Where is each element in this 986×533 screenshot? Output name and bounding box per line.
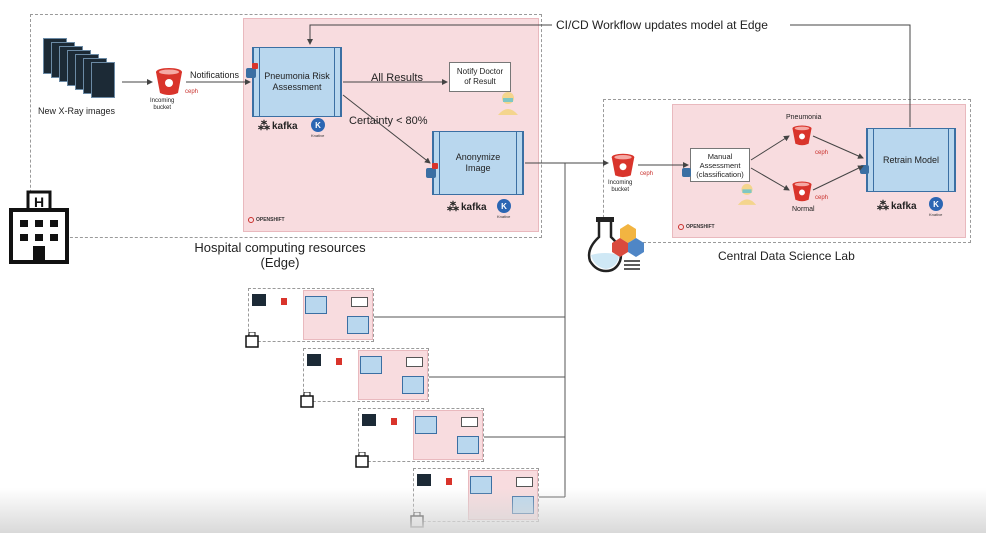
- bottom-gradient: [0, 488, 986, 533]
- knative-event-icon: [682, 168, 691, 177]
- bucket-icon: [792, 125, 812, 146]
- hospital-mini-icon: [245, 332, 259, 348]
- arrow-certainty: [342, 94, 431, 164]
- bucket-icon: [611, 153, 635, 178]
- kafka-icon: ⁂kafka: [258, 119, 298, 133]
- notify-doctor-box[interactable]: Notify Doctor of Result: [449, 62, 511, 92]
- ceph-icon: ceph: [185, 89, 199, 95]
- xray-mini-icon: [307, 354, 321, 366]
- bucket-icon: [792, 181, 812, 202]
- xray-mini-icon: [252, 294, 266, 306]
- bucket-mini-icon: [446, 478, 452, 485]
- ceph-icon: ceph: [640, 171, 654, 177]
- doctor-icon: [737, 183, 757, 205]
- doctor-icon: [498, 92, 518, 115]
- xray-label: New X-Ray images: [38, 106, 116, 116]
- ceph-icon: ceph: [815, 195, 829, 201]
- retrain-model-box[interactable]: Retrain Model: [866, 128, 956, 192]
- knative-label: Knative: [311, 133, 325, 138]
- kafka-icon: ⁂kafka: [447, 200, 487, 214]
- edge-dashed-boundary: [30, 14, 542, 238]
- alert-badge-icon: [432, 163, 438, 169]
- arrow-cicd-loop: [790, 24, 911, 127]
- knative-icon: K: [929, 197, 943, 211]
- knative-event-icon: [426, 168, 436, 178]
- bucket-mini-icon: [391, 418, 397, 425]
- edge-title: Hospital computing resources (Edge): [194, 240, 366, 270]
- lab-flask-icon: [587, 217, 644, 273]
- knative-label: Knative: [497, 214, 511, 219]
- hospital-mini-icon: [355, 452, 369, 468]
- xray-mini-icon: [362, 414, 376, 426]
- lab-title: Central Data Science Lab: [718, 249, 855, 263]
- pneumonia-label: Pneumonia: [786, 114, 822, 121]
- kafka-icon: ⁂kafka: [877, 199, 917, 213]
- pneumonia-risk-assessment-box[interactable]: Pneumonia Risk Assessment: [252, 47, 342, 117]
- knative-icon: K: [311, 118, 325, 132]
- bucket-mini-icon: [336, 358, 342, 365]
- alert-badge-icon: [252, 63, 258, 69]
- notifications-label: Notifications: [190, 70, 240, 80]
- knative-event-icon: [860, 165, 869, 174]
- knative-event-icon: [246, 68, 256, 78]
- lab-incoming-bucket-label: Incoming bucket: [608, 180, 633, 193]
- certainty-label: Certainty < 80%: [349, 115, 428, 127]
- svg-text:H: H: [34, 194, 44, 210]
- anonymize-image-box[interactable]: Anonymize Image: [432, 131, 524, 195]
- cicd-label: CI/CD Workflow updates model at Edge: [554, 18, 770, 32]
- knative-label: Knative: [929, 212, 943, 217]
- xray-mini-icon: [417, 474, 431, 486]
- bucket-icon: [156, 68, 182, 95]
- all-results-label: All Results: [371, 72, 423, 84]
- hospital-mini-icon: [300, 392, 314, 408]
- edge-incoming-bucket-label: Incoming bucket: [150, 98, 175, 111]
- manual-assessment-box[interactable]: Manual Assessment (classification): [690, 148, 750, 182]
- hospital-icon: H: [9, 190, 69, 264]
- ceph-icon: ceph: [815, 150, 829, 156]
- bucket-mini-icon: [281, 298, 287, 305]
- lab-dashed-boundary: [603, 99, 971, 243]
- normal-label: Normal: [792, 206, 815, 213]
- openshift-icon: OPENSHIFT: [678, 224, 715, 230]
- knative-icon: K: [497, 199, 511, 213]
- openshift-icon: OPENSHIFT: [248, 217, 285, 223]
